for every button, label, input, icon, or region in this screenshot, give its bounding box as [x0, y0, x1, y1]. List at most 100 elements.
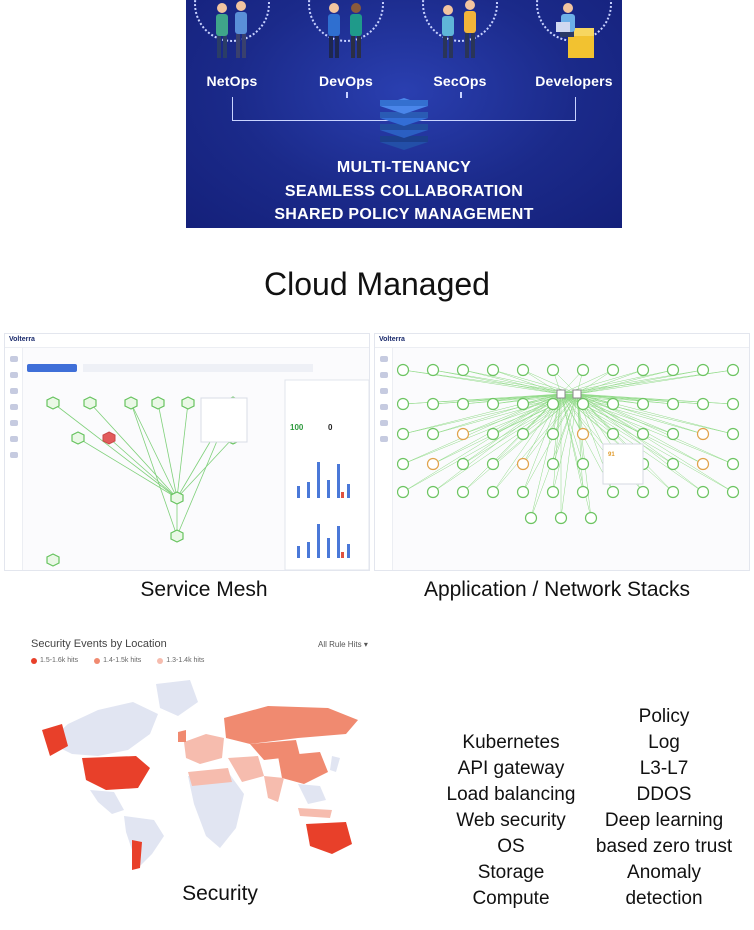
- connector-stub: [346, 92, 348, 98]
- graph-edge: [432, 393, 562, 465]
- graph-node: [397, 397, 410, 411]
- graph-edge: [576, 393, 674, 465]
- graph-node: [584, 511, 598, 525]
- graph-edge: [402, 393, 578, 493]
- graph-node: [456, 397, 470, 411]
- caption-security: Security: [182, 882, 258, 905]
- feature-item: Web security: [456, 810, 566, 831]
- region-indonesia: [298, 808, 332, 818]
- graph-node: [666, 427, 680, 441]
- graph-edge: [576, 369, 704, 395]
- graph-node: [524, 511, 538, 525]
- service-mesh-screenshot: Volterra 1: [4, 333, 370, 571]
- role-devops: DevOps: [304, 0, 388, 100]
- app-topbar: Volterra: [375, 334, 749, 348]
- graph-edge: [560, 393, 734, 493]
- caption-app-stacks: Application / Network Stacks: [423, 578, 691, 601]
- security-features-list: Policy Log L3-L7 DDOS Deep learning base…: [586, 704, 742, 912]
- region-central-asia: [250, 740, 300, 760]
- graph-node: [546, 363, 560, 377]
- region-australia: [306, 822, 352, 854]
- graph-edge: [560, 393, 674, 493]
- graph-edge: [552, 393, 578, 493]
- graph-edge: [560, 369, 614, 395]
- graph-node: [456, 427, 470, 441]
- rule-hits-dropdown[interactable]: All Rule Hits ▾: [318, 640, 368, 649]
- graph-edge: [492, 393, 562, 405]
- graph-node: [636, 485, 650, 499]
- stacked-layers-icon: [380, 98, 428, 150]
- graph-edge: [560, 393, 734, 435]
- feature-item: OS: [497, 836, 525, 857]
- region-japan: [330, 756, 340, 772]
- graph-edge: [560, 393, 592, 519]
- svg-text:91: 91: [608, 452, 615, 458]
- graph-node: [486, 485, 500, 499]
- graph-edge: [462, 393, 562, 493]
- graph-edge: [432, 393, 562, 493]
- app-sidebar: [375, 348, 393, 570]
- graph-edge: [552, 393, 578, 465]
- graph-edge: [462, 393, 562, 435]
- graph-edge: [402, 393, 562, 493]
- graph-node: [486, 427, 500, 441]
- legend-label: 1.5-1.6k hits: [40, 657, 79, 664]
- app-sidebar: [5, 348, 23, 570]
- graph-node: [516, 427, 530, 441]
- graph-edge: [530, 393, 578, 519]
- app-topbar: Volterra: [5, 334, 369, 348]
- region-southeast-asia: [298, 784, 326, 804]
- collaboration-banner: NetOps DevOps SecOps Developers: [186, 0, 622, 228]
- graph-edge: [432, 369, 578, 395]
- region-chile-argentina: [132, 840, 142, 870]
- graph-edge: [576, 393, 674, 493]
- graph-edge: [576, 369, 674, 395]
- graph-node: [546, 485, 560, 499]
- brand-logo: Volterra: [379, 336, 405, 343]
- graph-edge: [560, 393, 584, 493]
- graph-edge: [462, 393, 562, 465]
- graph-node: [426, 427, 440, 441]
- graph-edge: [462, 369, 562, 395]
- graph-node: [636, 397, 650, 411]
- legend-item: 1.5-1.6k hits: [31, 657, 78, 664]
- feature-item: based zero trust: [595, 836, 733, 857]
- feature-item: L3-L7: [639, 758, 689, 779]
- secops-people-icon: [442, 0, 476, 58]
- graph-node: [696, 457, 710, 471]
- graph-edge: [576, 393, 704, 435]
- network-stack-graph: 91: [397, 363, 740, 525]
- graph-edge: [530, 393, 562, 519]
- role-label: Developers: [535, 73, 613, 89]
- region-africa: [188, 772, 244, 848]
- graph-edge: [560, 393, 584, 465]
- graph-node: [636, 427, 650, 441]
- tagline-collaboration: SEAMLESS COLLABORATION: [284, 183, 524, 200]
- graph-edge: [576, 369, 614, 395]
- world-heat-map: [42, 680, 358, 870]
- graph-edge: [522, 369, 562, 395]
- graph-node: [426, 485, 440, 499]
- feature-item: Kubernetes: [462, 732, 560, 753]
- region-middle-east: [228, 756, 264, 782]
- region-europe-west: [184, 734, 224, 764]
- graph-edge: [560, 369, 704, 395]
- graph-edge: [432, 369, 562, 395]
- svg-text:100: 100: [290, 423, 304, 432]
- graph-node: [576, 457, 590, 471]
- graph-node: [546, 397, 560, 411]
- graph-edge: [560, 393, 734, 465]
- graph-edge: [576, 393, 704, 493]
- graph-edge: [560, 393, 704, 493]
- graph-edge: [432, 393, 578, 405]
- netops-people-icon: [216, 1, 247, 58]
- feature-item: Anomaly: [627, 862, 701, 883]
- graph-node: [426, 363, 440, 377]
- graph-edge: [560, 393, 578, 519]
- graph-edge: [576, 393, 734, 493]
- graph-edge: [492, 393, 578, 465]
- region-south-america: [124, 816, 164, 868]
- graph-node: [576, 485, 590, 499]
- graph-node: [516, 485, 530, 499]
- graph-edge: [576, 369, 734, 395]
